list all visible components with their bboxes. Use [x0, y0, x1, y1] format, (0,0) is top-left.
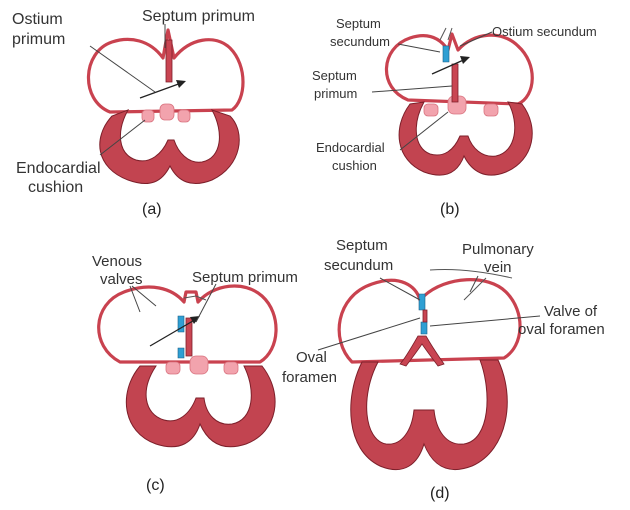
panel-a-cushion-left [142, 110, 154, 122]
panel-d-label-valve-line2: oval foramen [518, 321, 605, 338]
panel-a-septum-primum-shape [166, 40, 172, 82]
panel-a-label-ostium-line1: Ostium [12, 11, 63, 28]
panel-d-ventricle [351, 360, 507, 470]
panel-b-label-septum-primum-line2: primum [314, 86, 357, 101]
panel-d: Septum secundum Pulmonary vein Valve of … [282, 237, 605, 502]
panel-b-cushion-left [424, 104, 438, 116]
panel-b-label-ostium-secundum: Ostium secundum [492, 24, 597, 39]
panel-b-cushion-right [484, 104, 498, 116]
panel-b-label-secundum-line2: secundum [330, 34, 390, 49]
panel-d-label-valve-line1: Valve of [544, 303, 598, 320]
panel-b-caption: (b) [440, 201, 460, 218]
panel-d-label-secundum-line2: secundum [324, 257, 393, 274]
panel-b-septum-secundum-shape [443, 46, 449, 62]
panel-a-cushion-right [178, 110, 190, 122]
panel-d-septum-secundum-upper [419, 294, 425, 310]
panel-c-cushion-left [166, 362, 180, 374]
panel-b-septum-primum-shape [452, 64, 458, 102]
panel-d-label-pulmonary-line2: vein [484, 259, 512, 276]
panel-a: Ostium primum Septum primum Endocardial … [12, 8, 255, 218]
panel-c-ventricle [126, 366, 275, 447]
panel-a-label-cushion-line2: cushion [28, 179, 83, 196]
panel-b: Septum secundum Ostium secundum Septum p… [312, 16, 597, 218]
panel-b-atrial-wall [386, 34, 532, 104]
panel-a-label-ostium-line2: primum [12, 31, 65, 48]
panel-d-label-oval-line1: Oval [296, 349, 327, 366]
panel-a-cushion-mid [160, 104, 174, 120]
panel-a-ventricle [100, 110, 239, 184]
panel-d-label-pulmonary-line1: Pulmonary [462, 241, 534, 258]
panel-d-caption: (d) [430, 485, 450, 502]
panel-b-ventricle [399, 102, 532, 175]
panel-a-caption: (a) [142, 201, 162, 218]
panel-c-septum-secundum-lower [178, 348, 184, 358]
panel-c-label-septum-primum: Septum primum [192, 269, 298, 286]
panel-b-label-septum-primum-line1: Septum [312, 68, 357, 83]
panel-c-cushion-mid [190, 356, 208, 374]
panel-c-cushion-right [224, 362, 238, 374]
panel-b-label-cushion-line1: Endocardial [316, 140, 385, 155]
panel-c-label-venous-line2: valves [100, 271, 143, 288]
panel-a-label-cushion-line1: Endocardial [16, 160, 101, 177]
panel-d-label-oval-line2: foramen [282, 369, 337, 386]
panel-d-label-secundum-line1: Septum [336, 237, 388, 254]
panel-a-label-septum-primum: Septum primum [142, 8, 255, 25]
panel-c-label-venous-line1: Venous [92, 253, 142, 270]
panel-d-septum-secundum-lower [421, 322, 427, 334]
panel-c-caption: (c) [146, 477, 165, 494]
panel-b-label-secundum-line1: Septum [336, 16, 381, 31]
panel-d-valve-flap [423, 310, 427, 322]
panel-b-label-cushion-line2: cushion [332, 158, 377, 173]
panel-c: Venous valves Septum primum (c) [92, 253, 298, 494]
